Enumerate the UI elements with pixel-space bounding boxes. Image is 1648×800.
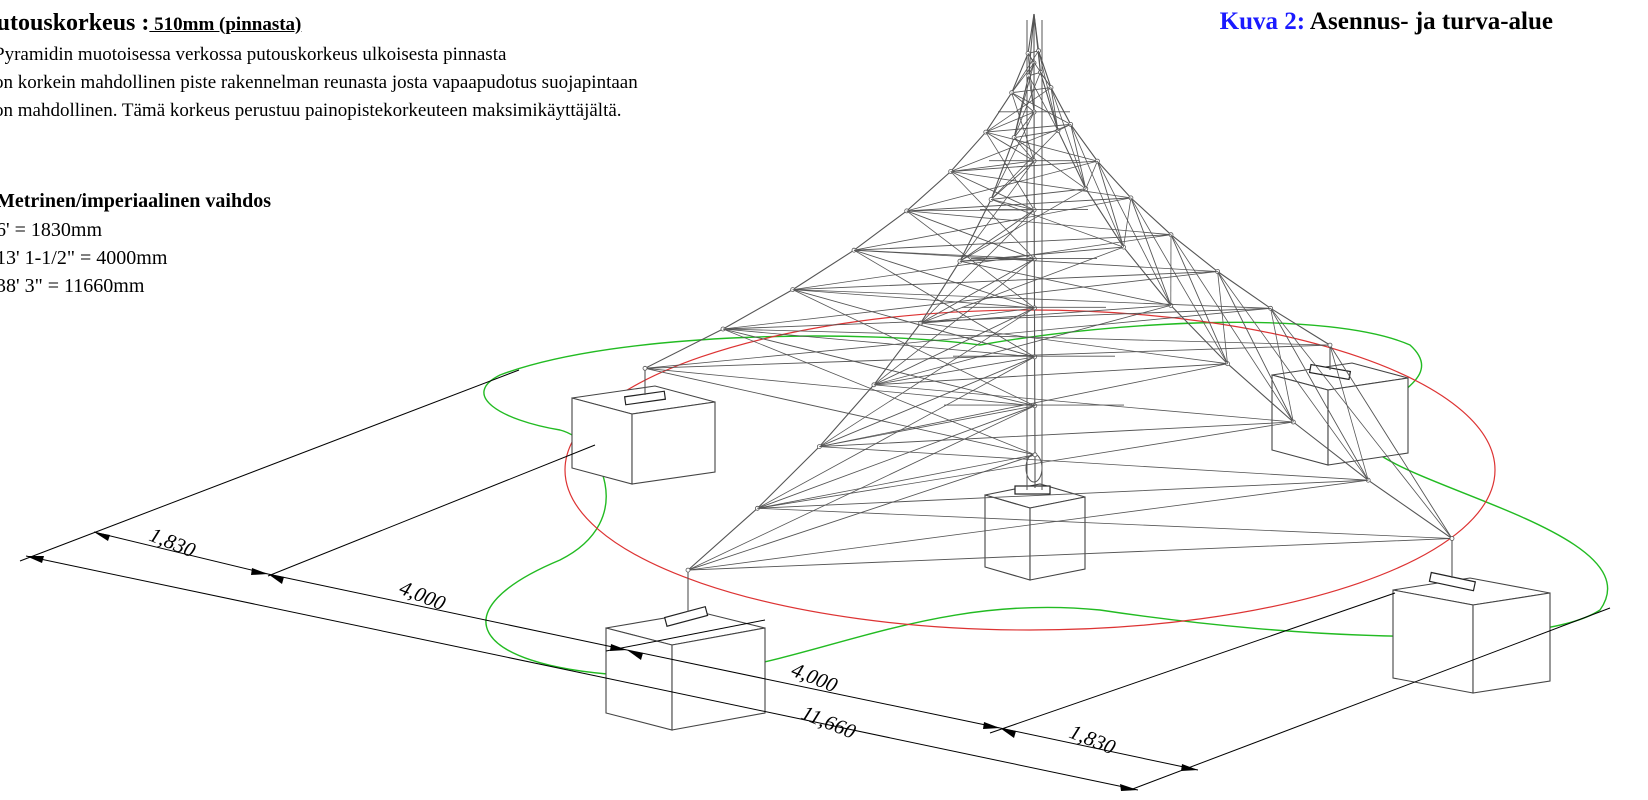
conversion-line-2: 13' 1-1/2" = 4000mm [0, 247, 168, 269]
fall-height-desc-line-2: on korkein mahdollinen piste rakennelman… [0, 72, 638, 93]
block-front-left [605, 611, 766, 731]
block-front-right [1392, 577, 1551, 694]
pyramid-rope-net [642, 13, 1455, 612]
fall-height-desc-line-3: on mahdollinen. Tämä korkeus perustuu pa… [0, 100, 622, 121]
figure-number: Kuva 2: [1219, 8, 1306, 35]
fall-height-heading: Putouskorkeus : 510mm (pinnasta) [0, 10, 301, 37]
conversion-heading: Metrinen/imperiaalinen vaihdos [0, 190, 271, 212]
block-center [984, 483, 1086, 581]
figure-caption: Kuva 2: Asennus- ja turva-alue [1220, 8, 1553, 36]
anchor-plates [623, 363, 1477, 627]
foundation-blocks [571, 362, 1551, 731]
fall-height-title: Putouskorkeus : [0, 10, 150, 36]
fall-height-desc-line-1: Pyramidin muotoisessa verkossa putouskor… [0, 44, 507, 65]
dim-label-left-long: 4,000 [396, 575, 449, 615]
conversion-line-3: 38' 3" = 11660mm [0, 275, 145, 297]
dim-label-left-short: 1,830 [146, 522, 199, 562]
dimension-lines [19, 369, 1611, 791]
dim-label-overall: 11,660 [798, 700, 860, 743]
dim-label-front-short: 1,830 [1066, 719, 1119, 759]
fall-height-value: 510mm (pinnasta) [149, 14, 302, 35]
figure-title: Asennus- ja turva-alue [1305, 8, 1553, 35]
dimension-arrows [26, 532, 1198, 791]
dim-label-front-long: 4,000 [788, 657, 841, 697]
block-right [1271, 362, 1409, 466]
conversion-line-1: 6' = 1830mm [0, 219, 102, 241]
